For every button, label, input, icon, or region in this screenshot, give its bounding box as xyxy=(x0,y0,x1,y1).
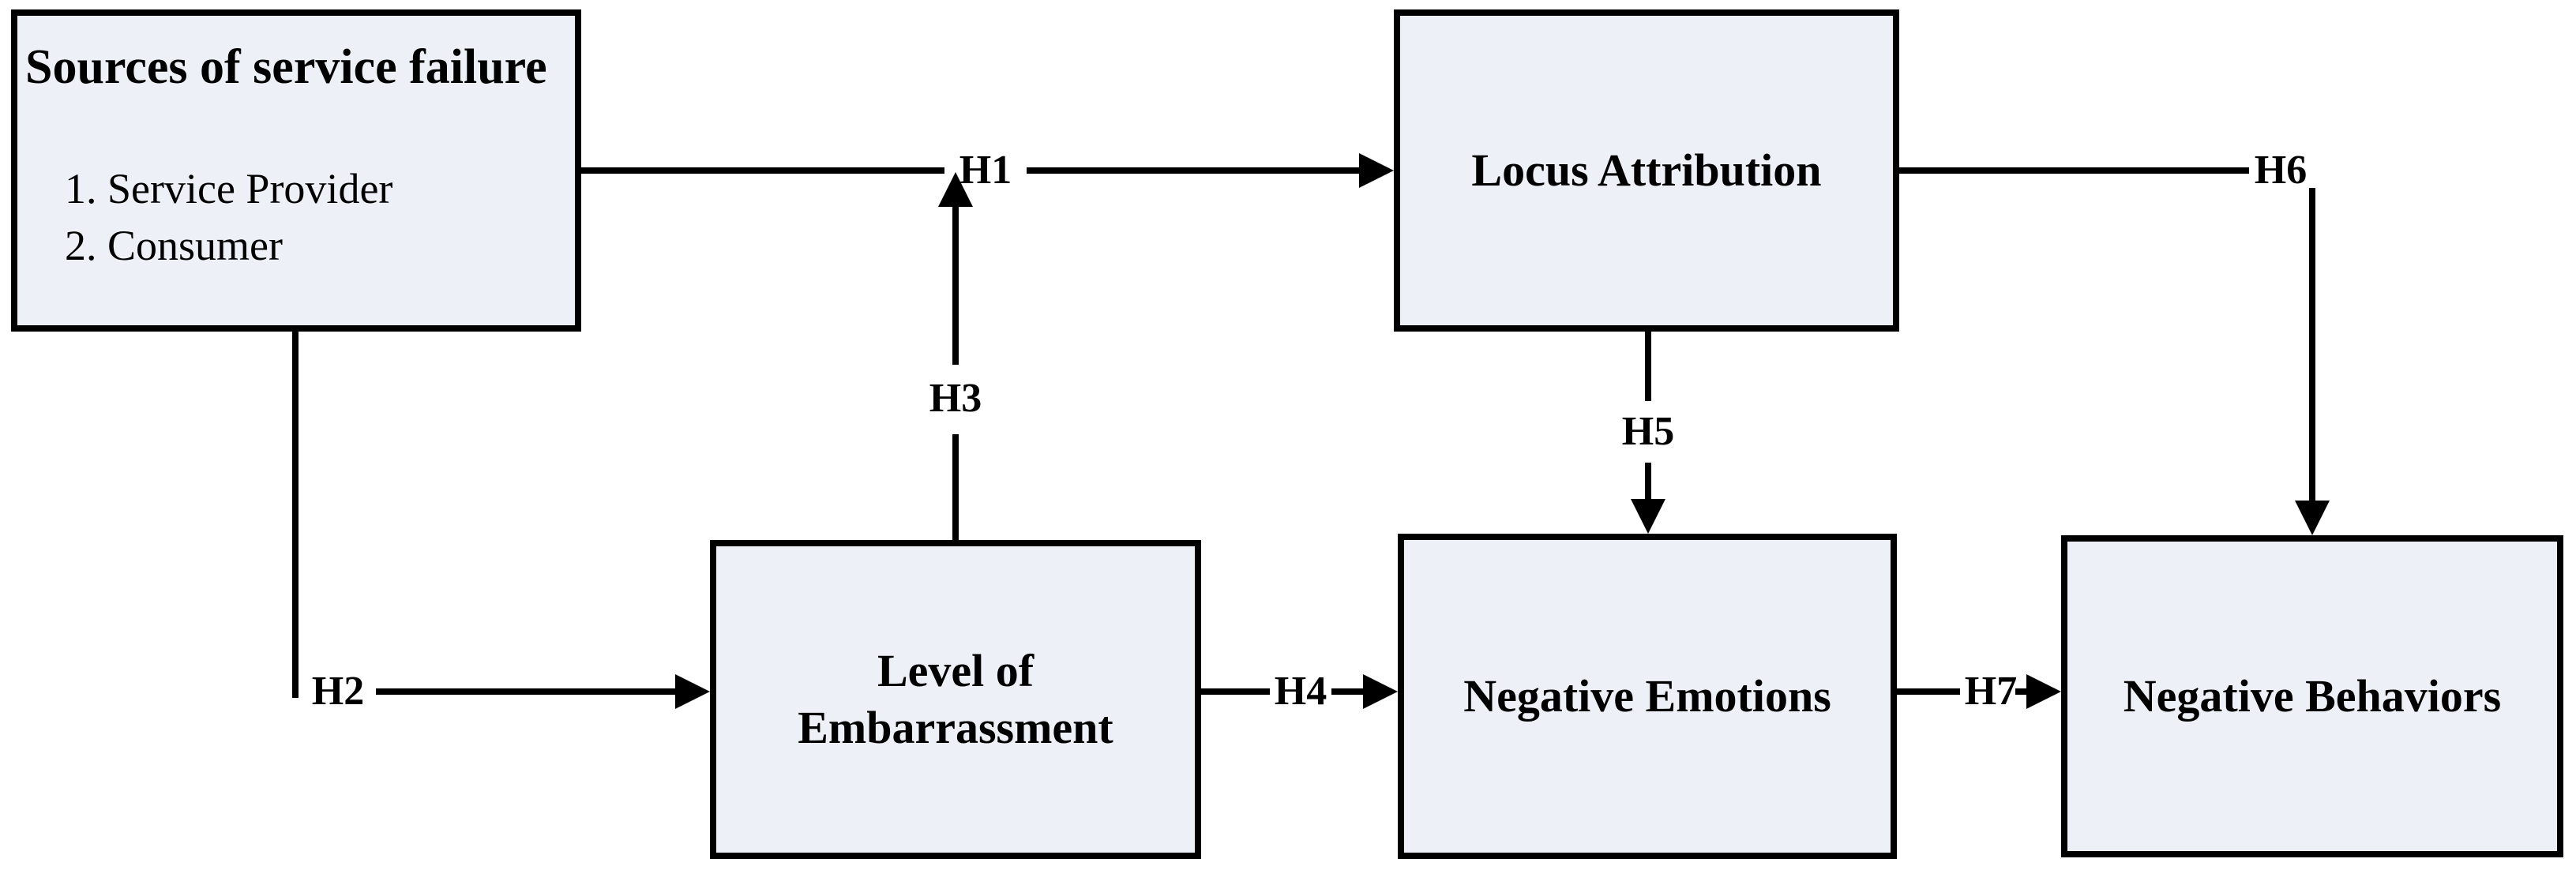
h2-arrowhead xyxy=(675,674,710,709)
h5-line-lower-segment xyxy=(1645,463,1651,501)
box-level-of-embarrassment: Level of Embarrassment xyxy=(710,540,1201,859)
h2-line-horizontal-segment xyxy=(376,688,677,695)
level-of-embarrassment-line2: Embarrassment xyxy=(798,702,1113,753)
h7-line-right-segment xyxy=(2015,688,2031,695)
box-sources-of-service-failure: Sources of service failure 1. Service Pr… xyxy=(11,9,581,332)
sources-list-item-2: 2. Consumer xyxy=(65,222,283,269)
negative-emotions-label: Negative Emotions xyxy=(1463,670,1831,722)
h4-arrowhead xyxy=(1363,674,1398,709)
level-of-embarrassment-line1: Level of xyxy=(877,645,1035,696)
h3-line-lower-segment xyxy=(952,434,959,540)
h4-label: H4 xyxy=(1274,669,1327,714)
h1-line-left-segment xyxy=(581,167,944,174)
h5-arrowhead xyxy=(1631,499,1665,534)
h1-line-right-segment xyxy=(1027,167,1364,174)
locus-attribution-label: Locus Attribution xyxy=(1471,144,1822,196)
sources-box-title: Sources of service failure xyxy=(25,40,547,94)
sources-list-item-1: 1. Service Provider xyxy=(65,165,393,212)
h5-line-upper-segment xyxy=(1645,332,1651,401)
h6-line-vertical-segment xyxy=(2309,188,2315,501)
box-locus-attribution: Locus Attribution xyxy=(1394,9,1899,332)
h6-line-horizontal-segment xyxy=(1899,167,2249,174)
h3-label: H3 xyxy=(929,376,982,421)
h6-arrowhead xyxy=(2295,501,2330,535)
h7-label: H7 xyxy=(1964,669,2018,714)
h6-label: H6 xyxy=(2254,148,2308,193)
h1-arrowhead xyxy=(1359,153,1394,188)
negative-behaviors-label: Negative Behaviors xyxy=(2123,670,2502,722)
box-negative-behaviors: Negative Behaviors xyxy=(2061,535,2563,857)
h7-arrowhead xyxy=(2026,674,2061,709)
box-negative-emotions: Negative Emotions xyxy=(1398,534,1897,859)
h3-line-upper-segment xyxy=(952,199,959,365)
h4-line-right-segment xyxy=(1331,688,1363,695)
h7-line-left-segment xyxy=(1897,688,1960,695)
level-of-embarrassment-label: Level of Embarrassment xyxy=(798,643,1113,756)
h2-label: H2 xyxy=(311,669,365,714)
h5-label: H5 xyxy=(1621,409,1675,454)
h2-line-vertical-segment xyxy=(292,332,299,698)
h4-line-left-segment xyxy=(1201,688,1270,695)
